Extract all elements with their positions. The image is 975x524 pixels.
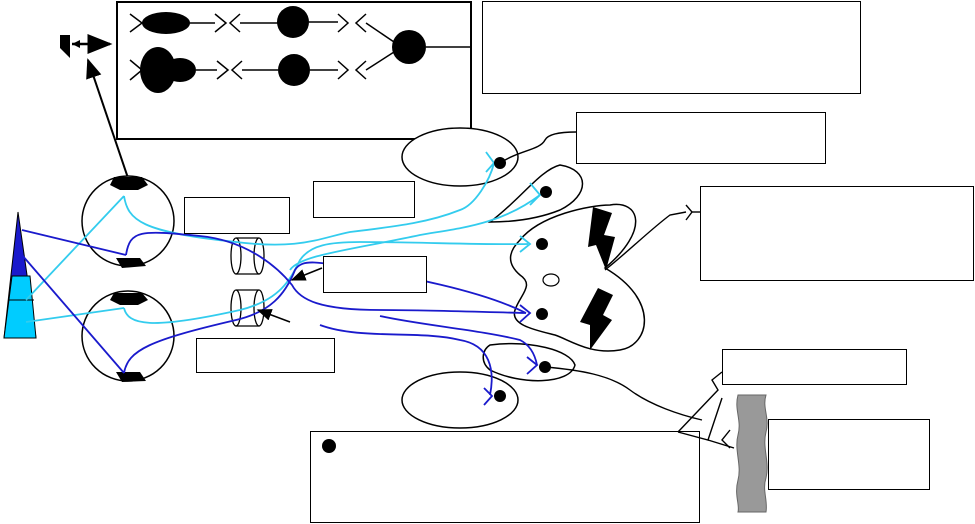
box-colliculus-caption — [700, 186, 974, 281]
lightning-icon — [588, 207, 615, 270]
connector-lines — [499, 131, 735, 449]
circuit-inset — [116, 1, 472, 140]
box-lgn-caption — [576, 112, 826, 164]
neuron-icon — [278, 54, 310, 86]
arrow-icon — [256, 309, 291, 323]
box-eye-caption — [184, 197, 290, 234]
synapse-icon — [216, 60, 230, 80]
eye-icon — [81, 175, 175, 268]
neuron-icon — [540, 186, 552, 198]
box-circuit-caption — [482, 1, 861, 94]
synapse-icon — [354, 13, 367, 33]
synapse-icon — [228, 13, 241, 33]
neuron-icon — [494, 390, 506, 402]
synapse-icon — [337, 60, 350, 80]
neuron-icon — [142, 12, 190, 34]
neuron-icon — [536, 308, 548, 320]
arrow-icon — [86, 58, 129, 179]
neuron-icon — [140, 47, 176, 93]
synapse-icon — [337, 13, 350, 33]
synapse-icon — [354, 60, 367, 80]
neuron-icon — [277, 6, 309, 38]
box-chiasm-caption — [323, 256, 427, 293]
lightning-icon — [580, 288, 613, 350]
box-legend — [310, 431, 700, 523]
arrow-icon — [60, 34, 113, 58]
cortex-strip — [736, 394, 768, 513]
eye-icon — [81, 290, 175, 382]
nerve-cylinder — [230, 289, 265, 327]
synapse-icon — [129, 13, 144, 33]
neuron-icon — [392, 30, 426, 64]
neuron-icon — [536, 238, 548, 250]
neuron-icon — [322, 439, 336, 453]
visual-field-icon — [3, 211, 37, 339]
box-tract-caption — [196, 338, 335, 373]
box-nerve-caption — [313, 181, 415, 218]
box-cortex-caption — [768, 419, 930, 490]
arrow-icon — [290, 267, 323, 281]
synapse-icon — [214, 13, 228, 33]
midbrain-outline — [401, 127, 646, 429]
box-pretectum-caption — [722, 349, 907, 385]
synapse-icon — [129, 59, 144, 81]
synapse-icon — [230, 60, 243, 80]
